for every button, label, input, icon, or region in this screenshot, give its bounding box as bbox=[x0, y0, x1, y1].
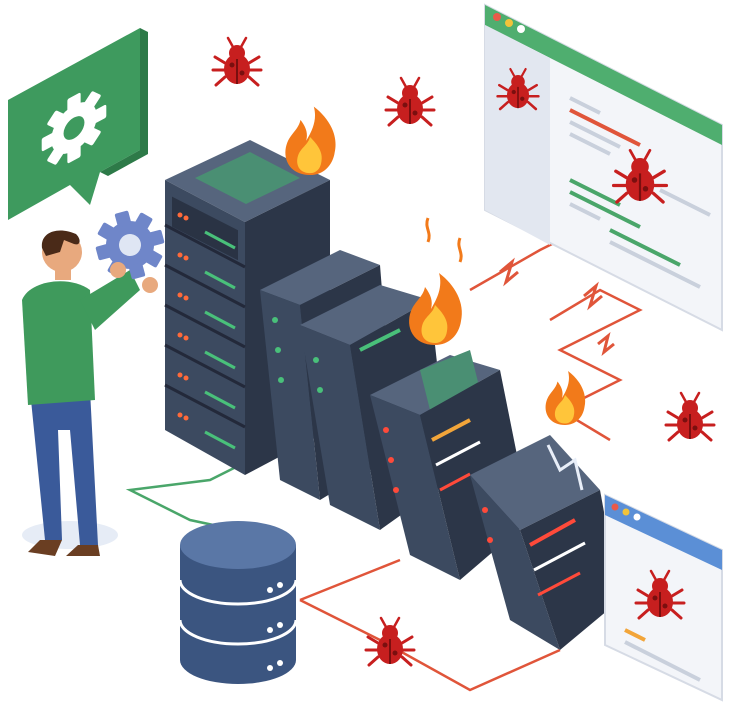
lightning-accents bbox=[499, 257, 615, 356]
falling-servers bbox=[260, 250, 620, 650]
fire-icon-2 bbox=[409, 273, 462, 345]
domino-4 bbox=[470, 435, 620, 650]
engineer-figure bbox=[22, 203, 172, 556]
gear-icon bbox=[41, 78, 107, 178]
bug-icon-1 bbox=[211, 36, 263, 87]
fire-icon-1 bbox=[285, 106, 336, 175]
rack-leds bbox=[177, 212, 236, 450]
fire-icons bbox=[285, 106, 586, 425]
rack-units bbox=[172, 196, 238, 261]
bug-icon-2 bbox=[384, 76, 436, 127]
bug-icon-3 bbox=[664, 391, 716, 442]
fire-icon-3 bbox=[545, 371, 586, 425]
small-browser-window bbox=[604, 493, 723, 702]
gear-speech-bubble bbox=[8, 28, 148, 220]
bug-icon-4 bbox=[364, 616, 416, 667]
database-icon bbox=[178, 521, 298, 684]
code-browser-window bbox=[484, 3, 723, 332]
blue-gear-icon bbox=[88, 203, 172, 287]
